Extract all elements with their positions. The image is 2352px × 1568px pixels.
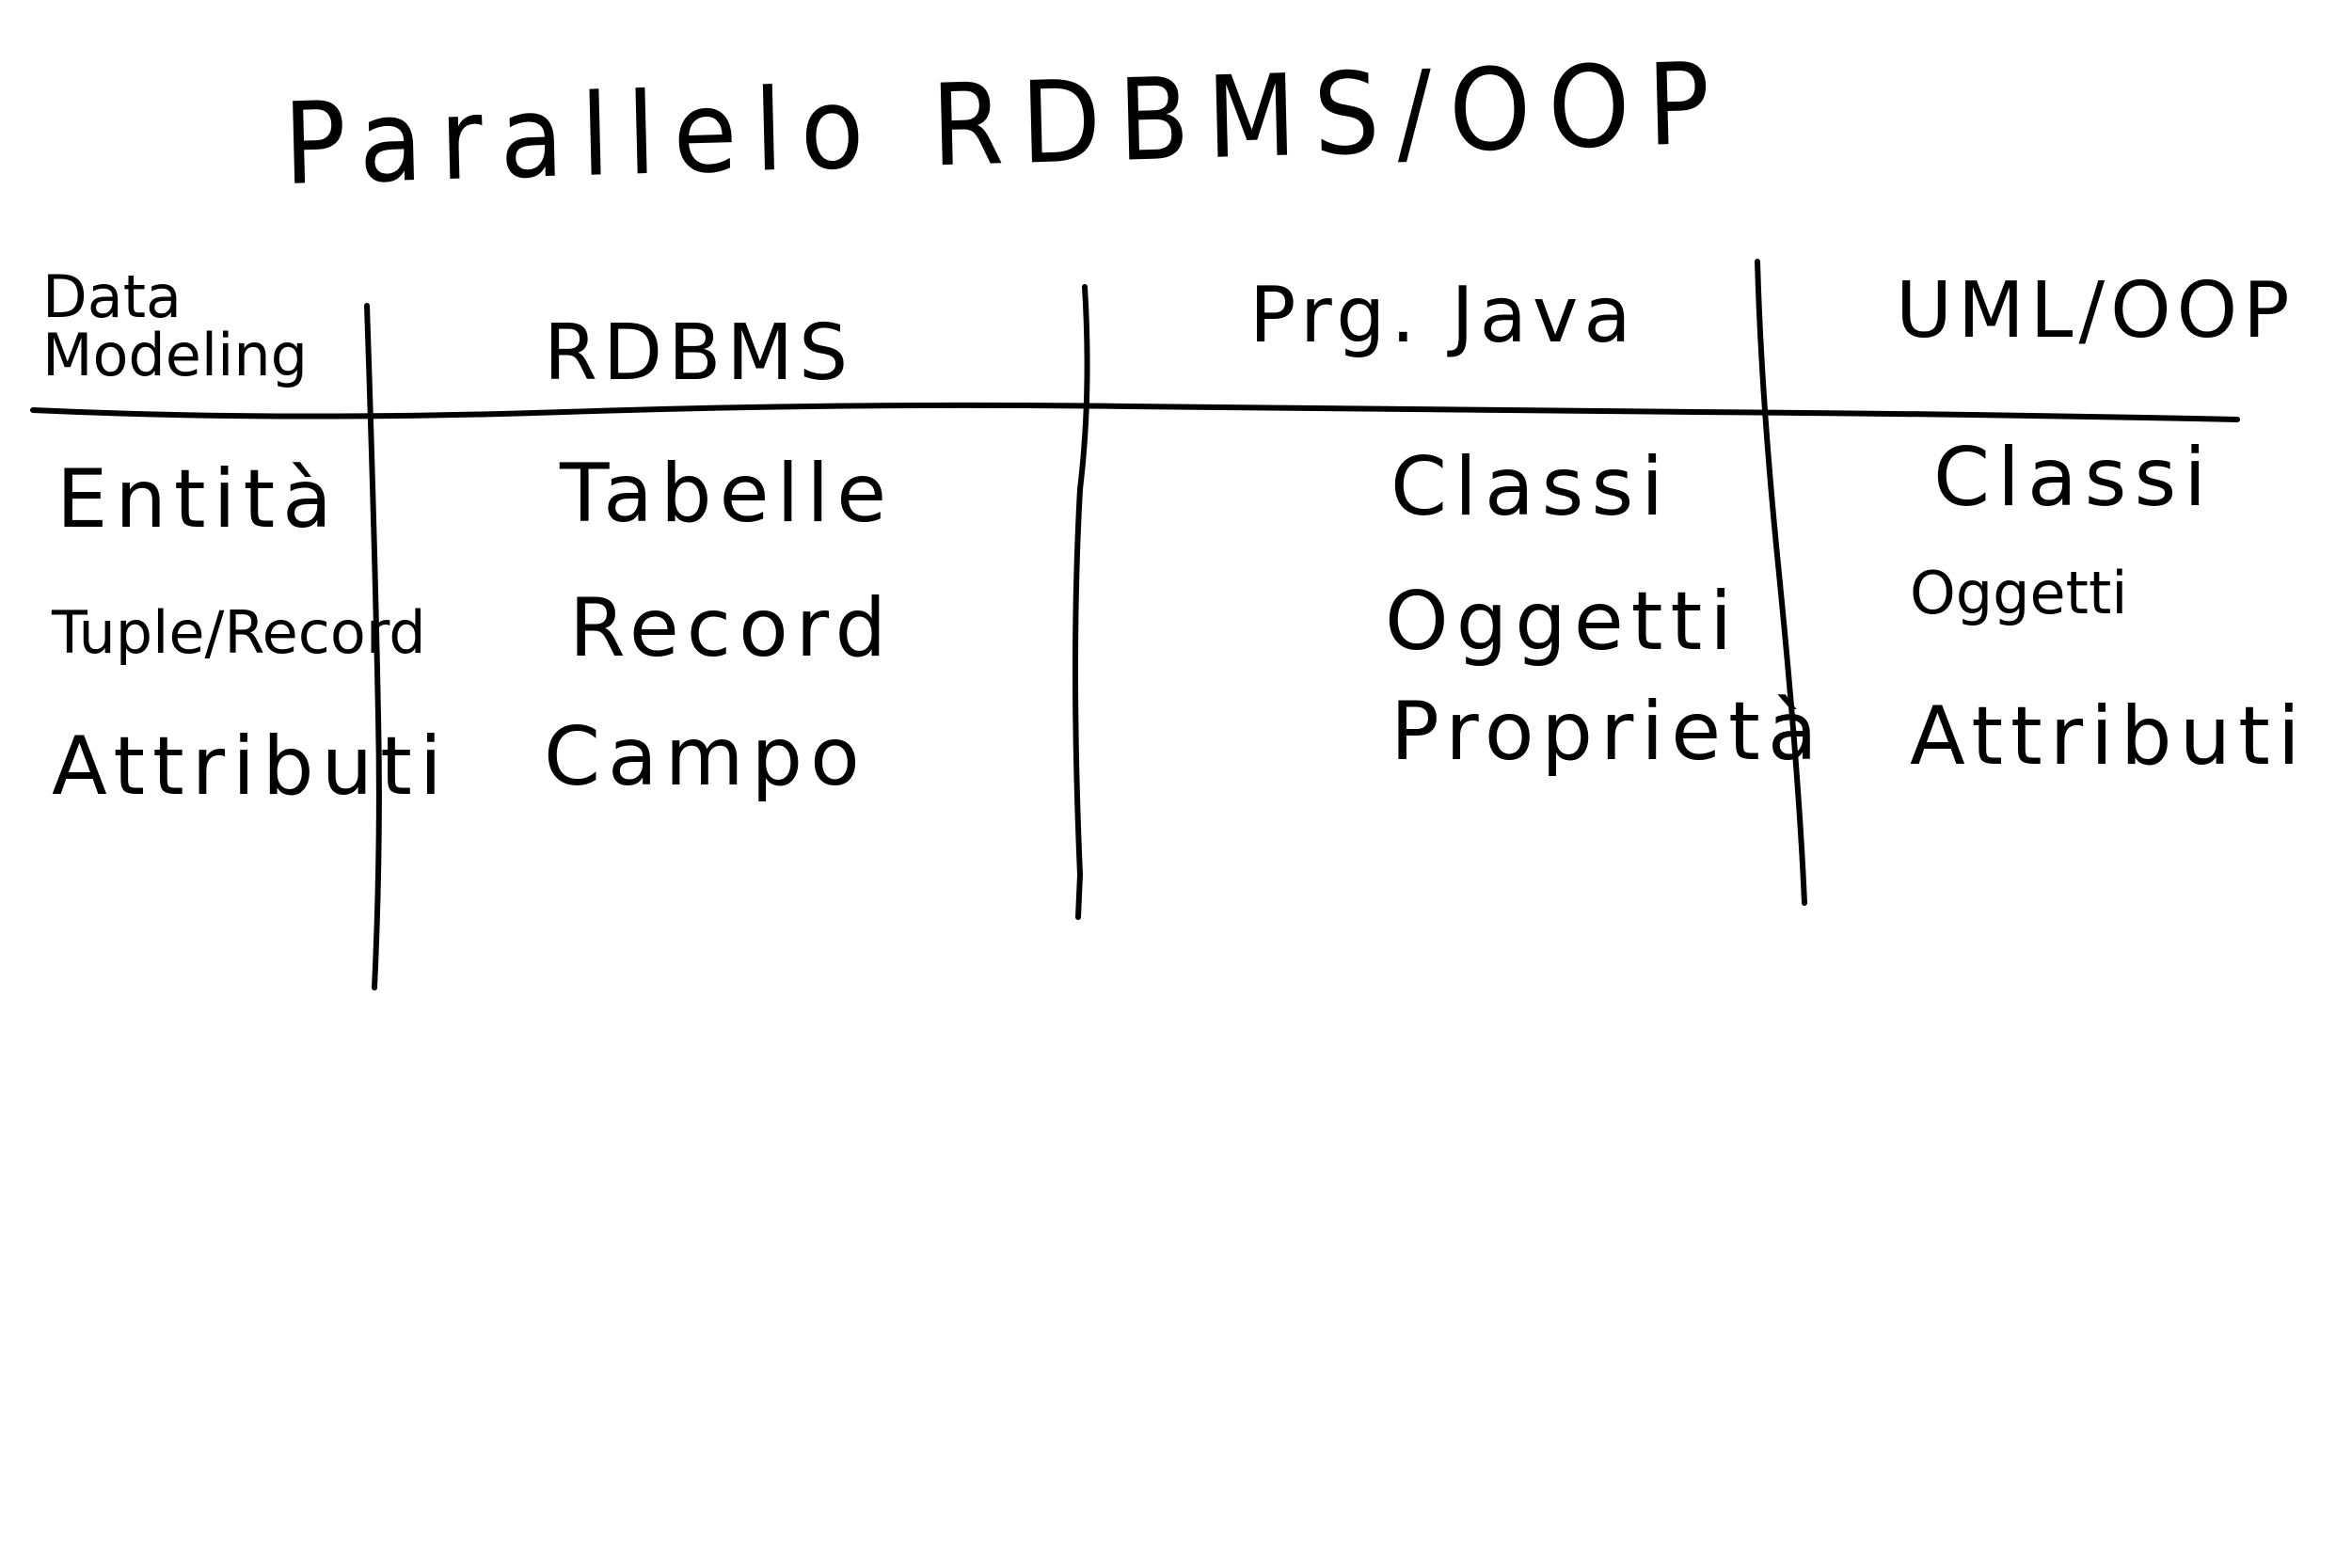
cell-uml-row-2: Oggetti [1910, 559, 2128, 627]
header-prg-java: Prg. Java [1249, 271, 1637, 360]
cell-rdbms-row-2: Record [569, 581, 895, 675]
cell-data-modeling-row-3: Attributi [52, 720, 450, 814]
header-uml-oop: UML/OOP [1896, 266, 2296, 356]
cell-rdbms-row-3: Campo [544, 710, 867, 804]
cell-data-modeling-row-1: Entità [56, 452, 340, 546]
column-divider-2 [1073, 284, 1090, 920]
cell-rdbms-row-1: Tabelle [560, 447, 895, 541]
column-divider-3 [1755, 259, 1807, 906]
cell-data-modeling-row-2: Tuple/Record [52, 598, 426, 667]
cell-java-row-1: Classi [1391, 440, 1672, 534]
cell-uml-row-1: Classi [1933, 431, 2215, 525]
cell-java-row-2: Oggetti [1385, 575, 1740, 669]
header-rdbms: RDBMS [544, 309, 854, 398]
cell-uml-row-3: Attributi [1910, 689, 2308, 784]
cell-java-row-3: Proprietà [1391, 685, 1825, 779]
header-data-modeling: Data Modeling [42, 262, 309, 389]
column-divider-1 [364, 303, 382, 990]
header-divider-line [30, 402, 2240, 422]
